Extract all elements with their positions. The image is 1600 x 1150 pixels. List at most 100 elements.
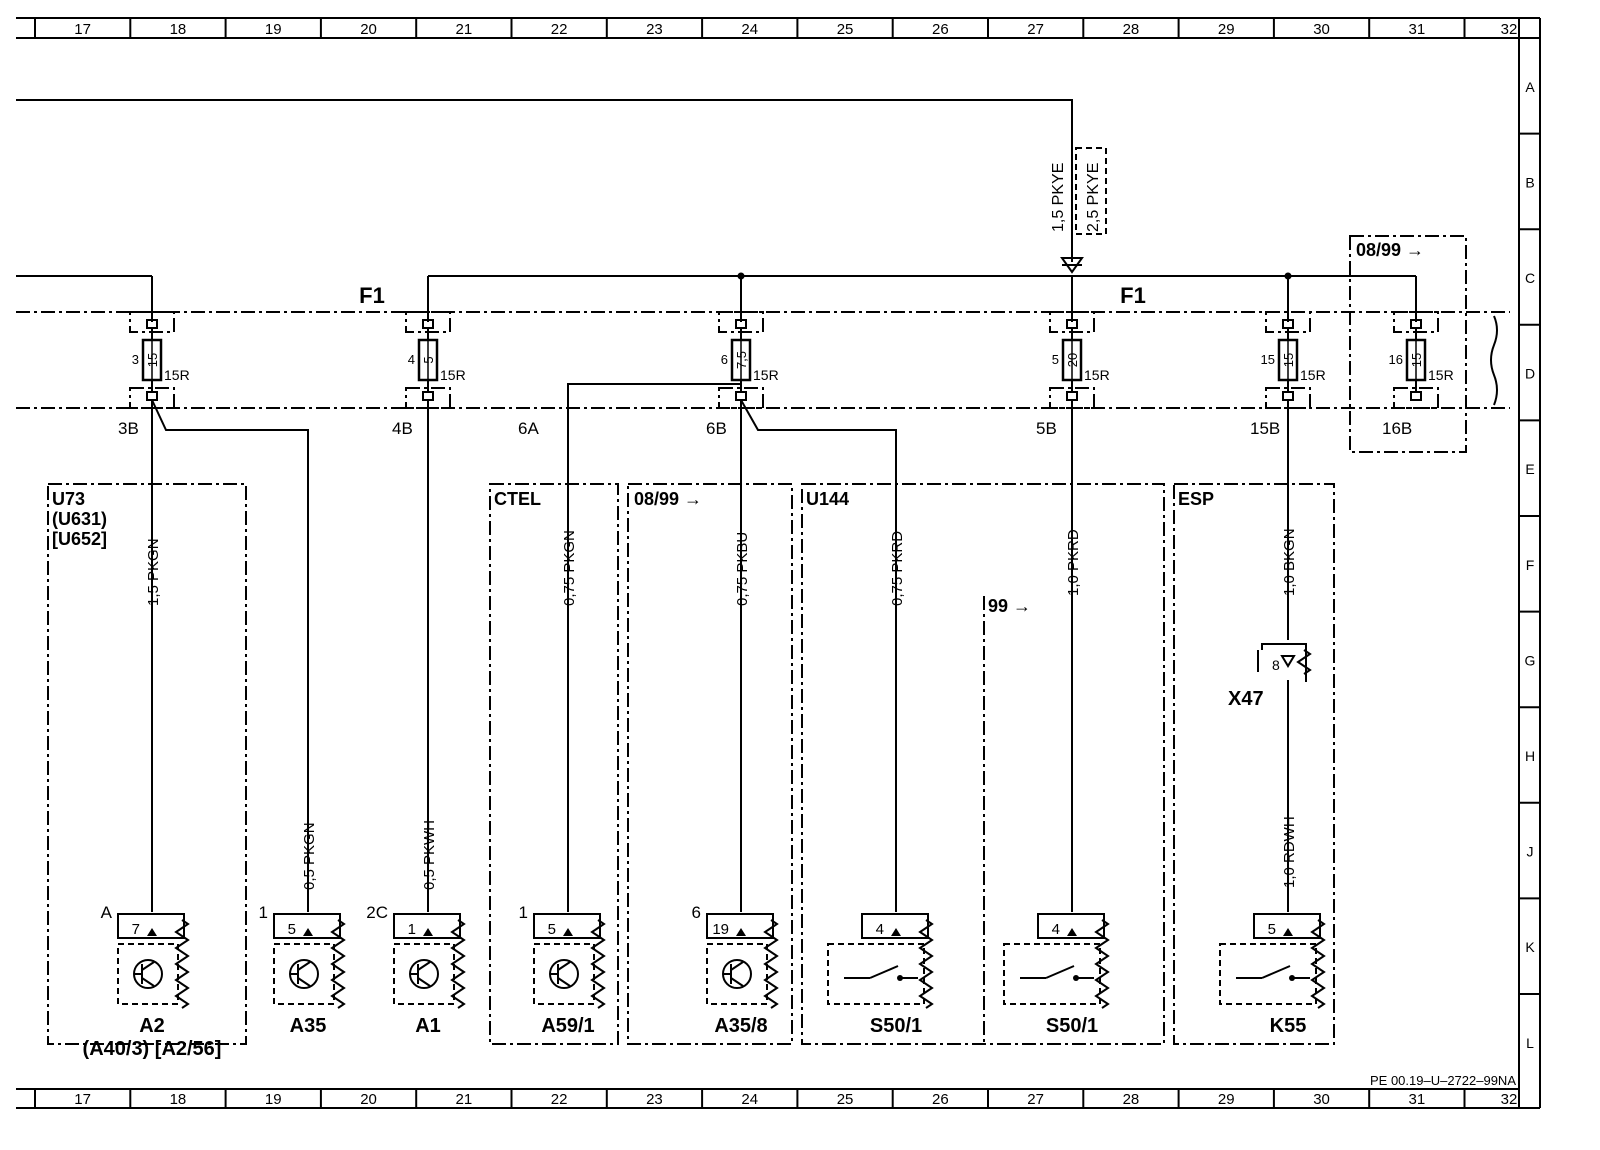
option-box-esp — [1173, 483, 1335, 1045]
pin-arrow — [736, 928, 746, 936]
grid-row-label: E — [1525, 461, 1534, 477]
fuse-terminal-label: 15R — [1300, 367, 1326, 383]
wire-label-a1: 0,5 PKWH — [421, 820, 438, 890]
fuse-terminal-label: 15R — [1084, 367, 1110, 383]
pin-arrow — [423, 928, 433, 936]
connector-pin-number: 8 — [1272, 657, 1280, 673]
fuse-rating: 7,5 — [734, 351, 749, 369]
transistor-collector — [417, 961, 431, 971]
component-name: A35/8 — [714, 1015, 767, 1037]
junction-dot — [1284, 272, 1292, 280]
supply-wire-top — [16, 99, 1073, 262]
option-box-0899 — [1349, 235, 1467, 453]
grid-row-label: J — [1527, 844, 1534, 860]
fuse-number: 16 — [1389, 352, 1403, 367]
ground-lead — [918, 919, 934, 1009]
fuse-number: 3 — [132, 352, 139, 367]
component-name: A1 — [415, 1015, 441, 1037]
fuse-terminal-label: 15R — [753, 367, 779, 383]
grid-column-label: 27 — [1027, 1091, 1044, 1108]
grid-column-label: 22 — [551, 1091, 568, 1108]
transistor-collector — [141, 961, 155, 971]
fuse-terminal-label: 15R — [440, 367, 466, 383]
transistor-emitter — [557, 977, 571, 987]
grid-column-label: 19 — [265, 1091, 282, 1108]
pin-arrow — [147, 928, 157, 936]
fuse-terminal — [146, 391, 158, 401]
component-pin-number: 5 — [1268, 921, 1276, 938]
alt-wire-box — [1075, 147, 1107, 235]
fuse-output-label: 3B — [118, 419, 139, 438]
fuse-number: 4 — [408, 352, 415, 367]
option-label-u73: (U631) — [52, 509, 107, 529]
transistor-collector — [557, 961, 571, 971]
grid-column-label: 20 — [360, 1091, 377, 1108]
fuse-output-label: 16B — [1382, 419, 1412, 438]
fuse-output-label: 5B — [1036, 419, 1057, 438]
transistor-emitter — [417, 977, 431, 987]
pin-arrow — [1283, 928, 1293, 936]
wire-label-s50a: 0,75 PKRD — [889, 531, 906, 606]
grid-column-label: 21 — [456, 21, 473, 38]
grid-column-label: 27 — [1027, 21, 1044, 38]
supply-wire-label: 1,5 PKYE — [1050, 163, 1067, 232]
wire-a35 — [151, 399, 309, 912]
doc-id: PE 00.19–U–2722–99NA — [1370, 1073, 1516, 1088]
grid-column-label: 32 — [1501, 1091, 1518, 1108]
option-label-esp: ESP — [1178, 489, 1214, 509]
grid-column-label: 24 — [741, 1091, 758, 1108]
component-name: A59/1 — [541, 1015, 594, 1037]
component-name: S50/1 — [1046, 1015, 1098, 1037]
wire-label-a59: 0,75 PKGN — [561, 530, 578, 606]
switch-contact — [1045, 965, 1075, 979]
ground-lead — [590, 919, 606, 1009]
fuse-box-break — [1490, 315, 1498, 406]
wire-label-k55_bot: 1,0 RDWH — [1281, 816, 1298, 888]
grid-column-label: 25 — [837, 1091, 854, 1108]
ground-lead — [1310, 919, 1326, 1009]
supply-wire-alt-label: 2,5 PKYE — [1085, 163, 1102, 232]
component-pin-number: 19 — [712, 921, 729, 938]
option-box-u73 — [47, 483, 247, 1045]
grid-row-label: C — [1525, 270, 1535, 286]
component-pin-number: 7 — [132, 921, 140, 938]
option-label-u73: [U652] — [52, 529, 107, 549]
component-body — [393, 943, 455, 1005]
component-pin-number: 4 — [876, 921, 884, 938]
option-box-ctel — [489, 483, 619, 1045]
component-name: S50/1 — [870, 1015, 922, 1037]
pin-arrow — [1067, 928, 1077, 936]
component-body — [827, 943, 925, 1005]
grid-column-label: 18 — [170, 21, 187, 38]
option-label-u73: U73 — [52, 489, 85, 509]
option-label-ctel: CTEL — [494, 489, 541, 509]
connector-name: X47 — [1228, 688, 1264, 710]
component-body — [706, 943, 768, 1005]
transistor-emitter — [141, 977, 155, 987]
fuse-number: 15 — [1261, 352, 1275, 367]
ground-lead — [1296, 649, 1312, 675]
junction-dot — [737, 272, 745, 280]
grid-row-label: A — [1525, 79, 1535, 95]
pin-arrow — [563, 928, 573, 936]
transistor-emitter — [730, 977, 744, 987]
grid-row-label: K — [1525, 939, 1535, 955]
wire-label-a2: 1,5 PKGN — [145, 538, 162, 606]
component-body — [117, 943, 179, 1005]
fuse-rating: 15 — [1409, 353, 1424, 367]
transistor-emitter — [297, 977, 311, 987]
grid-column-label: 22 — [551, 21, 568, 38]
fuse-terminal — [735, 391, 747, 401]
fuse-output-label: 6A — [518, 419, 539, 438]
transistor-collector — [730, 961, 744, 971]
grid-column-label: 31 — [1409, 21, 1426, 38]
component-subname: (A40/3) [A2/56] — [83, 1038, 222, 1060]
grid-column-label: 26 — [932, 1091, 949, 1108]
